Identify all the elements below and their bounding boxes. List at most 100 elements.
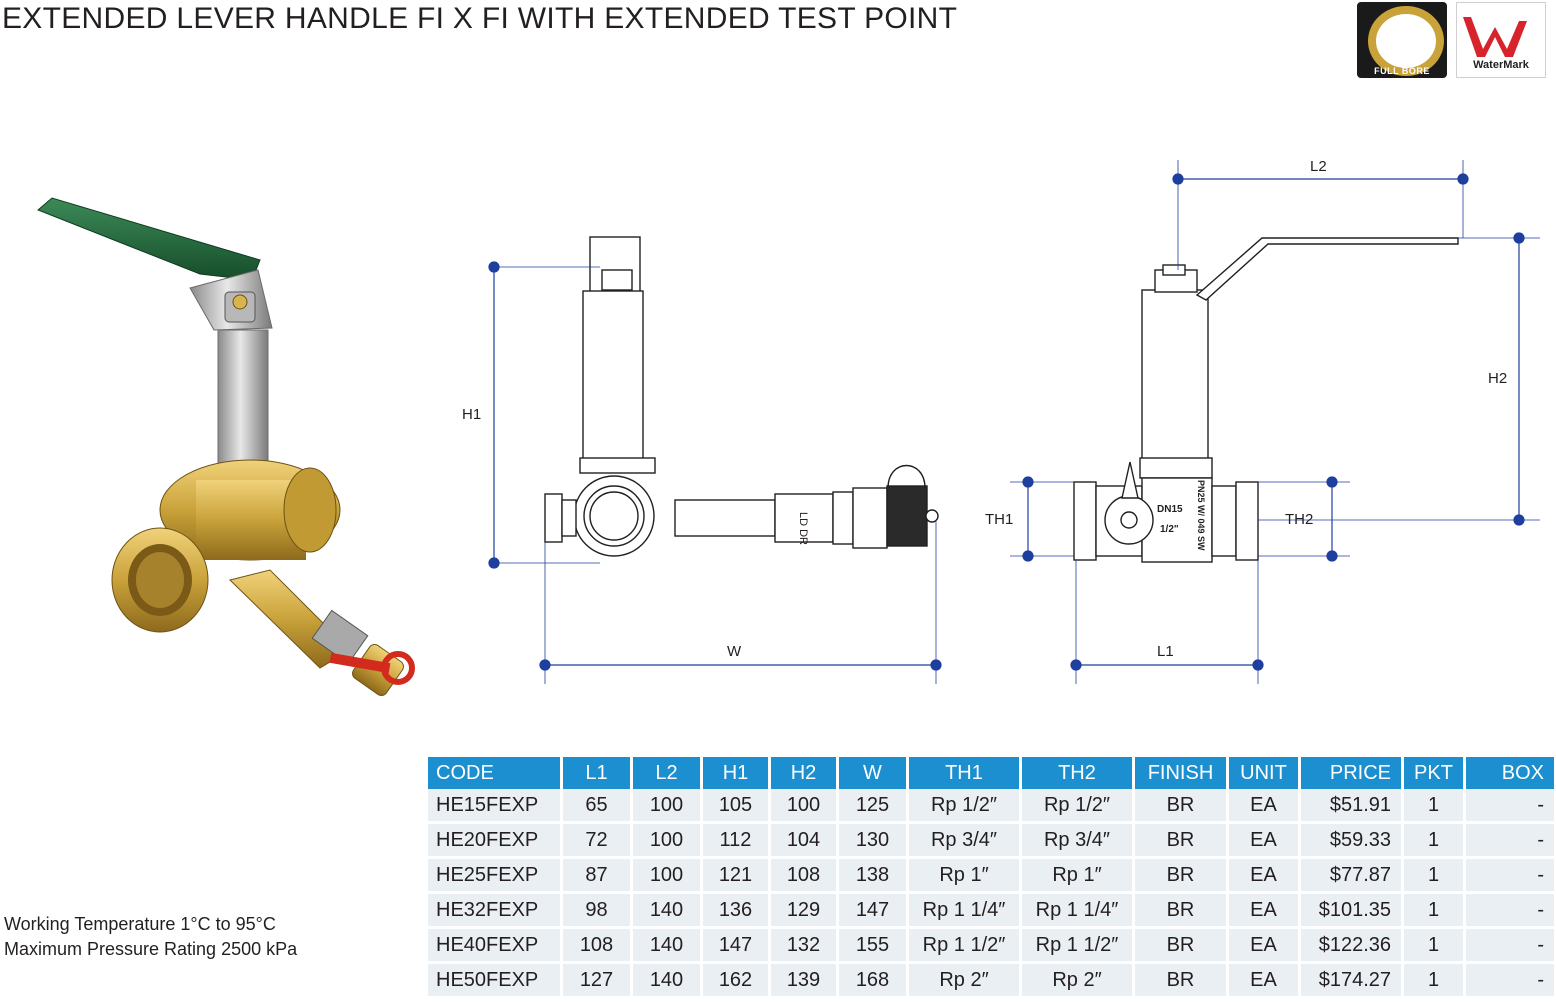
cell-l1: 87 <box>563 859 633 894</box>
cell-th2: Rp 1/2″ <box>1022 789 1135 824</box>
col-w: W <box>839 757 909 789</box>
cell-l2: 100 <box>633 824 703 859</box>
cell-w: 138 <box>839 859 909 894</box>
cell-l1: 98 <box>563 894 633 929</box>
table-row: HE15FEXP 65 100 105 100 125 Rp 1/2″ Rp 1… <box>428 789 1554 824</box>
watermark-label: WaterMark <box>1473 59 1529 71</box>
cell-finish: BR <box>1135 894 1229 929</box>
cell-code: HE40FEXP <box>428 929 563 964</box>
cell-w: 147 <box>839 894 909 929</box>
cell-code: HE15FEXP <box>428 789 563 824</box>
cell-h1: 121 <box>703 859 771 894</box>
cell-h1: 147 <box>703 929 771 964</box>
cell-th2: Rp 1″ <box>1022 859 1135 894</box>
cell-th1: Rp 1/2″ <box>909 789 1022 824</box>
cell-box: - <box>1466 789 1554 824</box>
cell-h1: 136 <box>703 894 771 929</box>
cell-price: $59.33 <box>1301 824 1404 859</box>
cell-box: - <box>1466 859 1554 894</box>
cell-pkt: 1 <box>1404 894 1466 929</box>
cell-l2: 140 <box>633 964 703 999</box>
cell-w: 168 <box>839 964 909 999</box>
cell-h1: 162 <box>703 964 771 999</box>
col-th2: TH2 <box>1022 757 1135 789</box>
col-h1: H1 <box>703 757 771 789</box>
cell-price: $101.35 <box>1301 894 1404 929</box>
technical-drawing: LD DR DN15 1/2" PN25 W/ 049 SW <box>462 158 1540 684</box>
cell-finish: BR <box>1135 824 1229 859</box>
full-bore-badge: FULL BORE <box>1357 2 1447 78</box>
cell-l2: 100 <box>633 789 703 824</box>
cell-unit: EA <box>1229 859 1301 894</box>
col-pkt: PKT <box>1404 757 1466 789</box>
size-marking: 1/2" <box>1160 524 1179 535</box>
dim-th2-label: TH2 <box>1285 511 1313 528</box>
cell-th2: Rp 1 1/4″ <box>1022 894 1135 929</box>
test-point-coupling <box>774 493 834 543</box>
cell-box: - <box>1466 929 1554 964</box>
cell-finish: BR <box>1135 789 1229 824</box>
cell-code: HE50FEXP <box>428 964 563 999</box>
product-photo <box>37 197 415 696</box>
cell-th1: Rp 1 1/4″ <box>909 894 1022 929</box>
cell-price: $122.36 <box>1301 929 1404 964</box>
cell-th1: Rp 2″ <box>909 964 1022 999</box>
cell-w: 130 <box>839 824 909 859</box>
cell-finish: BR <box>1135 929 1229 964</box>
cell-th1: Rp 1 1/2″ <box>909 929 1022 964</box>
table-header-row: CODE L1 L2 H1 H2 W TH1 TH2 FINISH UNIT P… <box>428 757 1554 789</box>
cell-h1: 105 <box>703 789 771 824</box>
full-bore-ring-icon <box>1368 6 1444 76</box>
dim-h2-label: H2 <box>1488 370 1507 387</box>
dn-marking: DN15 <box>1157 504 1183 515</box>
cell-finish: BR <box>1135 964 1229 999</box>
working-temperature: Working Temperature 1°C to 95°C <box>4 914 276 934</box>
cell-unit: EA <box>1229 824 1301 859</box>
col-price: PRICE <box>1301 757 1404 789</box>
cell-h2: 100 <box>771 789 839 824</box>
max-pressure: Maximum Pressure Rating 2500 kPa <box>4 939 298 959</box>
cell-unit: EA <box>1229 894 1301 929</box>
cell-h2: 108 <box>771 859 839 894</box>
dim-l2-label: L2 <box>1310 158 1327 175</box>
col-l2: L2 <box>633 757 703 789</box>
price-table: CODE L1 L2 H1 H2 W TH1 TH2 FINISH UNIT P… <box>428 757 1554 999</box>
cell-box: - <box>1466 894 1554 929</box>
cell-th2: Rp 2″ <box>1022 964 1135 999</box>
cell-code: HE32FEXP <box>428 894 563 929</box>
table-row: HE40FEXP 108 140 147 132 155 Rp 1 1/2″ R… <box>428 929 1554 964</box>
dim-th1-label: TH1 <box>985 511 1013 528</box>
spec-notes: Working Temperature 1°C to 95°C Maximum … <box>4 912 297 962</box>
col-box: BOX <box>1466 757 1554 789</box>
cell-pkt: 1 <box>1404 824 1466 859</box>
cell-th1: Rp 1″ <box>909 859 1022 894</box>
cell-l2: 100 <box>633 859 703 894</box>
cell-unit: EA <box>1229 929 1301 964</box>
page-title: EXTENDED LEVER HANDLE FI X FI WITH EXTEN… <box>2 2 958 35</box>
col-unit: UNIT <box>1229 757 1301 789</box>
cell-th2: Rp 1 1/2″ <box>1022 929 1135 964</box>
cell-th1: Rp 3/4″ <box>909 824 1022 859</box>
cell-price: $77.87 <box>1301 859 1404 894</box>
cell-h2: 129 <box>771 894 839 929</box>
cell-code: HE20FEXP <box>428 824 563 859</box>
col-finish: FINISH <box>1135 757 1229 789</box>
watermark-badge: WaterMark <box>1456 2 1546 78</box>
col-code: CODE <box>428 757 563 789</box>
cell-l1: 127 <box>563 964 633 999</box>
watermark-logo-icon <box>1463 17 1527 57</box>
cell-h2: 139 <box>771 964 839 999</box>
cell-w: 125 <box>839 789 909 824</box>
pn-marking: PN25 W/ 049 SW <box>1196 480 1206 551</box>
cell-w: 155 <box>839 929 909 964</box>
test-point-marking: LD DR <box>797 512 809 545</box>
col-h2: H2 <box>771 757 839 789</box>
cell-h2: 104 <box>771 824 839 859</box>
cell-pkt: 1 <box>1404 929 1466 964</box>
cell-l1: 108 <box>563 929 633 964</box>
cell-h1: 112 <box>703 824 771 859</box>
cell-pkt: 1 <box>1404 789 1466 824</box>
table-row: HE25FEXP 87 100 121 108 138 Rp 1″ Rp 1″ … <box>428 859 1554 894</box>
dim-l1-label: L1 <box>1157 643 1174 660</box>
cell-l1: 65 <box>563 789 633 824</box>
